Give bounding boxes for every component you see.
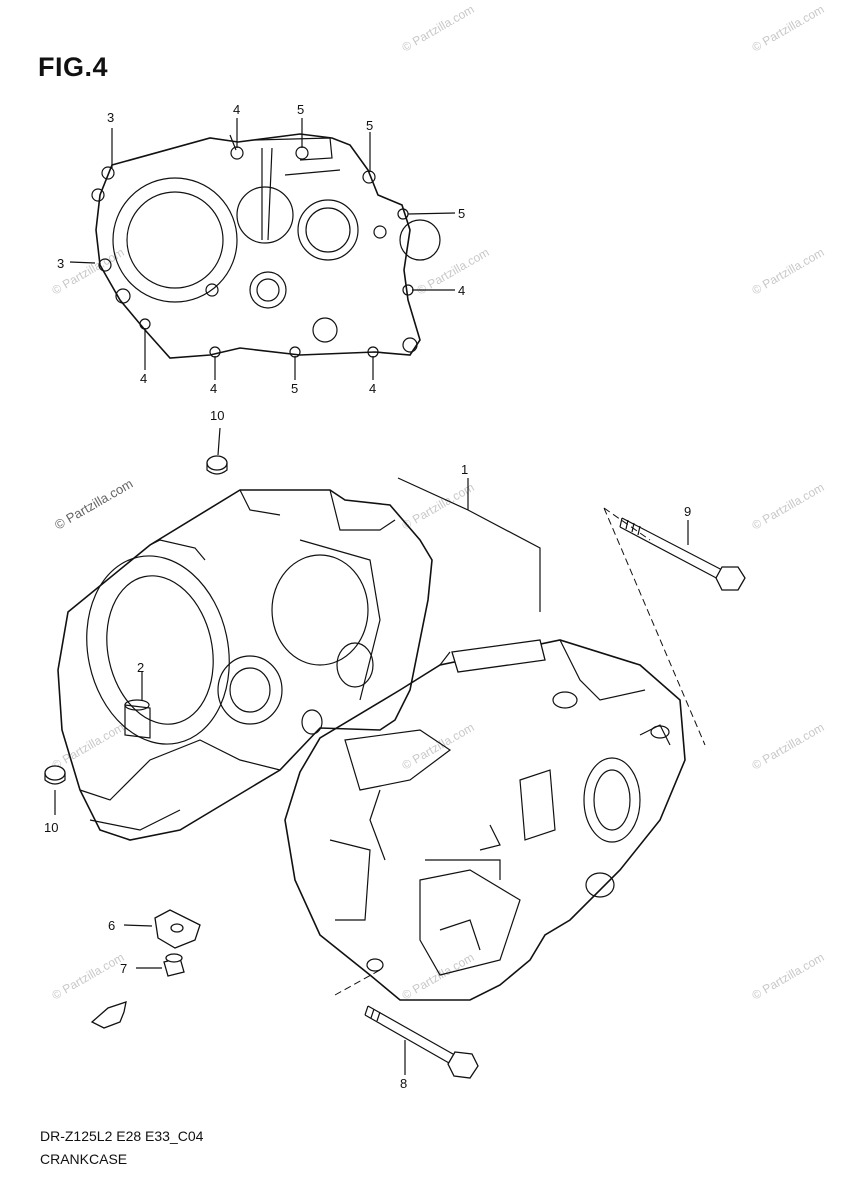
dowel-pin-10-top xyxy=(206,427,228,475)
callout-4: 4 xyxy=(458,283,465,298)
callouts: 3 3 4 5 5 5 4 4 4 5 4 10 1 9 2 10 6 7 8 xyxy=(44,102,691,1091)
bolt-hole-icon xyxy=(295,146,309,160)
bolt-hole-icon xyxy=(115,288,131,304)
callout-3: 3 xyxy=(107,110,114,125)
callout-2: 2 xyxy=(137,660,144,675)
callout-5: 5 xyxy=(366,118,373,133)
callout-4: 4 xyxy=(140,371,147,386)
watermark: © Partzilla.com xyxy=(750,245,827,298)
callout-3: 3 xyxy=(57,256,64,271)
bolt-hole-icon xyxy=(402,284,414,296)
bolt-hole-icon xyxy=(230,146,244,160)
callout-5: 5 xyxy=(291,381,298,396)
long-bolt-8 xyxy=(334,969,479,1079)
bolt-hole-icon xyxy=(139,318,151,330)
bolt-hole-icon xyxy=(209,346,221,358)
callout-6: 6 xyxy=(108,918,115,933)
part-1-leader xyxy=(397,477,541,612)
watermark: © Partzilla.com xyxy=(750,950,827,1003)
watermark: © Partzilla.com xyxy=(750,720,827,773)
callout-5: 5 xyxy=(458,206,465,221)
bolt-hole-icon xyxy=(402,337,418,353)
dowel-pin-10-bottom xyxy=(44,765,66,815)
watermark: © Partzilla.com xyxy=(400,720,477,773)
crankcase-face-view xyxy=(69,118,456,380)
bolt-hole-icon xyxy=(289,346,301,358)
bolt-hole-icon xyxy=(362,170,376,184)
bolt-hole-icon xyxy=(91,188,105,202)
watermark: © Partzilla.com xyxy=(750,480,827,533)
callout-1: 1 xyxy=(461,462,468,477)
callout-4: 4 xyxy=(369,381,376,396)
bolt-hole-icon xyxy=(373,225,387,239)
callout-8: 8 xyxy=(400,1076,407,1091)
watermarks: © Partzilla.com © Partzilla.com © Partzi… xyxy=(50,2,827,1003)
section-name: CRANKCASE xyxy=(40,1151,128,1167)
watermark: © Partzilla.com xyxy=(50,720,127,773)
watermark: © Partzilla.com xyxy=(750,2,827,55)
callout-5: 5 xyxy=(297,102,304,117)
left-crankcase-half xyxy=(57,489,433,841)
long-bolt-9 xyxy=(603,507,746,746)
bolt-hole-icon xyxy=(101,166,115,180)
watermark: © Partzilla.com xyxy=(50,950,127,1003)
watermark: © Partzilla.com xyxy=(400,950,477,1003)
callout-10: 10 xyxy=(210,408,224,423)
watermark: © Partzilla.com xyxy=(52,476,135,533)
bolt-hole-icon xyxy=(205,283,219,297)
screw-7 xyxy=(136,953,185,977)
forward-arrow-icon xyxy=(90,1001,127,1029)
callout-9: 9 xyxy=(684,504,691,519)
figure-title: FIG.4 xyxy=(38,52,109,82)
bolt-hole-icon xyxy=(98,258,112,272)
watermark: © Partzilla.com xyxy=(400,480,477,533)
callout-10: 10 xyxy=(44,820,58,835)
right-crankcase-half xyxy=(284,639,686,1001)
watermark: © Partzilla.com xyxy=(400,2,477,55)
clamp-plate-6 xyxy=(123,909,201,949)
callout-4: 4 xyxy=(210,381,217,396)
callout-4: 4 xyxy=(233,102,240,117)
callout-7: 7 xyxy=(120,961,127,976)
model-code: DR-Z125L2 E28 E33_C04 xyxy=(40,1128,204,1144)
